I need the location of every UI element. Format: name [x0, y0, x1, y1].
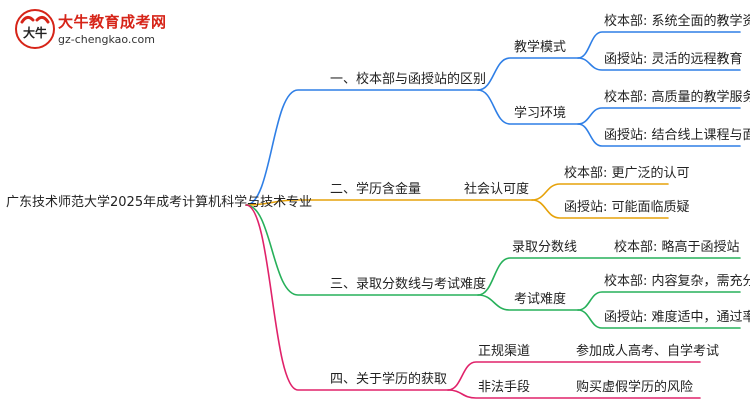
branch-2-child-1-leaf-1: 校本部: 更广泛的认可 — [564, 166, 690, 181]
branch-3-child-1-label: 录取分数线 — [512, 240, 578, 255]
mindmap-root: 广东技术师范大学2025年成考计算机科学与技术专业 — [6, 195, 313, 210]
branch-1-child-2-leaf-2: 函授站: 结合线上课程与面授 — [604, 128, 750, 143]
svg-text:大牛: 大牛 — [23, 25, 47, 40]
connector-root-branch-3 — [245, 204, 479, 296]
connector-root-branch-1 — [245, 89, 479, 206]
branch-1-child-1-label: 教学模式 — [514, 40, 567, 55]
branch-3-child-2-label: 考试难度 — [514, 292, 567, 307]
branch-1-child-2-label: 学习环境 — [514, 106, 567, 121]
branch-4-child-1-label: 正规渠道 — [478, 344, 531, 359]
connector-root-branch-2 — [245, 199, 457, 206]
logo-url: gz-chengkao.com — [58, 33, 155, 46]
branch-1-child-2-leaf-1: 校本部: 高质量的教学服务 — [604, 90, 750, 105]
branch-3-child-1-leaf-1: 校本部: 略高于函授站 — [614, 240, 740, 255]
branch-3-child-2-leaf-1: 校本部: 内容复杂，需充分备考 — [604, 274, 750, 289]
branch-2-label: 二、学历含金量 — [330, 182, 422, 197]
branch-1-child-1-leaf-2: 函授站: 灵活的远程教育 — [604, 52, 743, 67]
branch-3-label: 三、录取分数线与考试难度 — [330, 277, 487, 292]
branch-4-child-2-label: 非法手段 — [478, 380, 531, 395]
logo-title: 大牛教育成考网 — [58, 13, 167, 31]
connector-root-branch-4 — [245, 204, 449, 391]
branch-2-child-1-leaf-2: 函授站: 可能面临质疑 — [564, 200, 690, 215]
branch-1-child-1-leaf-1: 校本部: 系统全面的教学资源 — [604, 14, 750, 29]
branch-4-label: 四、关于学历的获取 — [330, 372, 448, 387]
branch-4-child-2-leaf-1: 购买虚假学历的风险 — [576, 380, 694, 395]
bull-logo-icon: 大牛 — [15, 9, 55, 49]
branch-4-child-1-leaf-1: 参加成人高考、自学考试 — [576, 344, 720, 359]
branch-1-label: 一、校本部与函授站的区别 — [330, 72, 487, 87]
branch-3-child-2-leaf-2: 函授站: 难度适中，通过率高 — [604, 310, 750, 325]
site-logo: 大牛 大牛教育成考网 gz-chengkao.com — [14, 8, 167, 52]
branch-2-child-1-label: 社会认可度 — [464, 182, 530, 197]
